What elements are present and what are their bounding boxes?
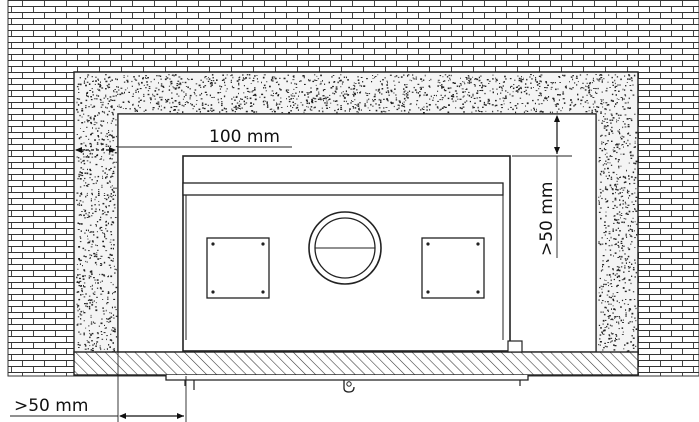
insert-foot (507, 340, 523, 353)
hatched-floor-slab (73, 351, 639, 376)
door-handle-icon (343, 380, 355, 393)
insulation-speckles (76, 74, 638, 354)
side-clearance-label: 100 mm (209, 127, 280, 147)
bottom-clearance-dimension: >50 mm (10, 352, 187, 422)
bottom-clearance-label: >50 mm (14, 396, 88, 416)
front-frame (165, 375, 529, 393)
top-clearance-label: >50 mm (537, 182, 557, 256)
side-clearance-dimension: 100 mm (75, 127, 292, 153)
insert-top-band (182, 182, 504, 196)
fireplace-insert (182, 155, 523, 353)
flue-outlet (308, 211, 382, 285)
top-clearance-dimension: >50 mm (512, 115, 572, 258)
vent-panel-left (206, 237, 270, 299)
vent-panel-right (421, 237, 485, 299)
